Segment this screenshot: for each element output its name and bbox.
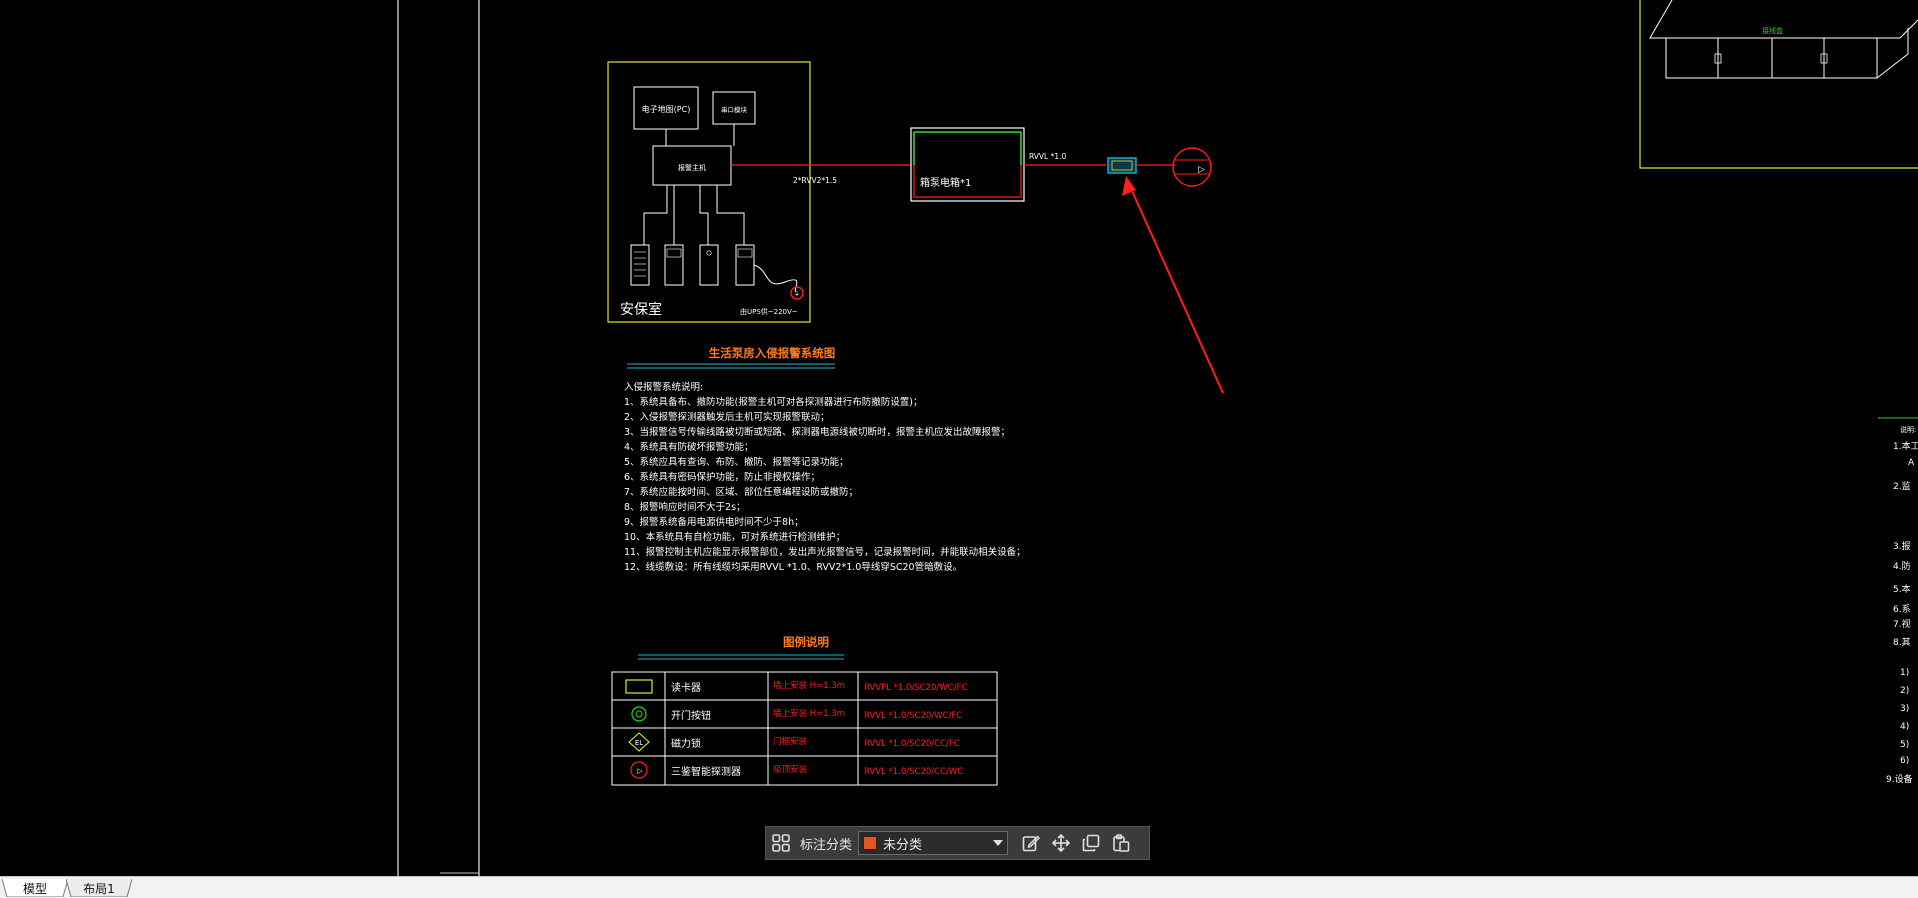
pump-panel-block[interactable]: 箱泵电箱*1 (910, 127, 1025, 202)
svg-text:2): 2) (1900, 686, 1909, 696)
system-notes: 入侵报警系统说明: 1、系统具备布、撤防功能(报警主机可对各探测器进行布防撤防设… (624, 381, 1026, 573)
right-cable-label: RVVL *1.0 (1029, 152, 1067, 161)
security-room-block[interactable]: 电子地图(PC) 串口模块 报警主机 ⏚ 安保室 由UPS供~220V~ (607, 61, 811, 323)
note-line: 2、入侵报警探测器触发后主机可实现报警联动； (624, 411, 830, 423)
pc-box-label: 电子地图(PC) (642, 104, 691, 114)
legend-cable: RVVL *1.0/SC20/CC/FC (864, 739, 960, 749)
print-box-label: 串口模块 (721, 105, 748, 114)
ups-note: 由UPS供~220V~ (740, 307, 798, 316)
legend-title: 图例说明 (783, 635, 829, 649)
keypad-device (630, 244, 650, 286)
note-line: 4、系统具有防破坏报警功能； (624, 441, 754, 453)
module-device (699, 244, 719, 286)
svg-text:3.报: 3.报 (1893, 540, 1911, 552)
cabinet-drawing-fragment: 接线盒 (1639, 0, 1918, 169)
legend-cable: RVVPL *1.0/SC20/WC/FC (864, 683, 967, 693)
svg-text:7.视: 7.视 (1893, 618, 1911, 630)
cad-drawing-canvas[interactable]: 电子地图(PC) 串口模块 报警主机 ⏚ 安保室 由UPS供~220V~ 2*R… (0, 0, 1918, 876)
svg-text:8.其: 8.其 (1893, 637, 1911, 648)
legend-cable: RVVL *1.0/SC20/CC/WC (864, 767, 963, 777)
tab-layout1[interactable]: 布局1 (66, 879, 132, 897)
legend-name: 三鉴智能探测器 (671, 765, 741, 778)
annotation-category-select[interactable]: 未分类 (858, 831, 1009, 855)
move-annotation-button[interactable] (1046, 828, 1076, 858)
grid-icon (772, 834, 790, 852)
module-device (735, 244, 755, 286)
system-title: 生活泵房入侵报警系统图 (709, 346, 836, 360)
legend-table: EL ▷ 读卡器 开门按钮 磁力锁 三鉴智能探测器 墙上安装 H=1.3m 墙上… (611, 671, 998, 786)
pump-panel-label: 箱泵电箱*1 (920, 176, 971, 189)
tab-shape (66, 879, 132, 897)
svg-text:▷: ▷ (1198, 165, 1205, 175)
note-line: 11、报警控制主机应能显示报警部位，发出声光报警信号，记录报警时间，并能联动相关… (624, 546, 1026, 558)
category-color-swatch (863, 836, 878, 850)
copy-annotation-button[interactable] (1076, 828, 1106, 858)
detector-icon (630, 761, 648, 779)
note-line: 入侵报警系统说明: (624, 381, 703, 393)
move-icon (1051, 833, 1071, 853)
svg-text:3): 3) (1900, 704, 1909, 714)
note-line: 8、报警响应时间不大于2s； (624, 501, 746, 513)
svg-text:说明:: 说明: (1900, 425, 1916, 434)
svg-text:5.本: 5.本 (1893, 583, 1911, 595)
legend-cable: RVVL *1.0/SC20/WC/FC (864, 711, 962, 721)
legend-name: 读卡器 (671, 681, 701, 694)
grid-menu-button[interactable] (766, 828, 796, 858)
legend-name: 开门按钮 (671, 709, 711, 722)
note-line: 12、线缆敷设：所有线缆均采用RVVL *1.0、RVV2*1.0导线穿SC20… (624, 561, 962, 573)
magnetic-lock-icon (628, 732, 650, 752)
power-socket-icon (790, 286, 804, 300)
right-notes-fragment: 说明: 1.本工 A 2.监 3.报 4.防 5.本 6.系 7.视 8.其 1… (1878, 417, 1918, 785)
svg-text:A: A (1908, 458, 1915, 468)
annotation-toolbar: 标注分类 未分类 (765, 826, 1150, 860)
exit-button-icon (631, 706, 647, 722)
tab-shape (2, 879, 68, 897)
tab-label: 模型 (22, 881, 47, 896)
note-line: 3、当报警信号传输线路被切断或短路、探测器电源线被切断时，报警主机应发出故障报警… (624, 426, 1010, 438)
note-line: 10、本系统具有自检功能，可对系统进行检测维护； (624, 531, 845, 543)
host-box-label: 报警主机 (678, 163, 706, 172)
category-selected-value: 未分类 (883, 837, 923, 853)
svg-text:⏚: ⏚ (794, 291, 800, 298)
svg-text:9.设备: 9.设备 (1886, 773, 1913, 785)
svg-text:4.防: 4.防 (1893, 560, 1911, 572)
room-label: 安保室 (620, 301, 662, 318)
note-line: 1、系统具备布、撤防功能(报警主机可对各探测器进行布防撤防设置)； (624, 396, 922, 408)
note-line: 9、报警系统备用电源供电时间不少于8h； (624, 516, 804, 528)
annotation-arrow[interactable] (1127, 181, 1224, 394)
svg-text:接线盒: 接线盒 (1762, 26, 1783, 35)
svg-text:5): 5) (1900, 740, 1909, 750)
tab-model[interactable]: 模型 (2, 879, 68, 897)
detector-symbol[interactable] (1172, 147, 1212, 187)
legend-install: 吸顶安装 (773, 764, 808, 775)
paste-icon (1113, 834, 1130, 852)
copy-icon (1082, 834, 1100, 852)
tab-label: 布局1 (83, 881, 115, 896)
card-reader-icon (625, 679, 653, 694)
svg-text:4): 4) (1900, 722, 1909, 732)
arrowhead-icon (1122, 176, 1136, 196)
annotation-category-label: 标注分类 (800, 837, 853, 853)
note-line: 5、系统应具有查询、布防、撤防、报警等记录功能； (624, 456, 849, 468)
edit-annotation-button[interactable] (1016, 828, 1046, 858)
svg-text:▷: ▷ (637, 767, 643, 775)
note-line: 7、系统应能按时间、区域、部位任意编程设防或撤防； (624, 486, 858, 498)
legend-install: 墙上安装 H=1.3m (773, 708, 845, 719)
chevron-down-icon (993, 840, 1004, 846)
legend-install: 墙上安装 H=1.3m (773, 680, 845, 691)
svg-text:1.本工: 1.本工 (1893, 440, 1918, 452)
module-device (664, 244, 684, 286)
legend-name: 磁力锁 (671, 737, 701, 750)
svg-text:6.系: 6.系 (1893, 604, 1911, 615)
legend-install: 门框安装 (773, 736, 808, 747)
svg-text:1): 1) (1900, 668, 1909, 678)
edit-icon (1022, 835, 1041, 852)
main-cable-label: 2*RVV2*1.5 (793, 176, 837, 185)
layout-tab-bar: 模型 布局1 (0, 876, 1918, 898)
paste-annotation-button[interactable] (1106, 828, 1136, 858)
note-line: 6、系统具有密码保护功能，防止非授权操作； (624, 471, 820, 483)
svg-text:6): 6) (1900, 756, 1909, 766)
svg-text:EL: EL (635, 739, 643, 747)
svg-text:2.监: 2.监 (1893, 480, 1911, 492)
